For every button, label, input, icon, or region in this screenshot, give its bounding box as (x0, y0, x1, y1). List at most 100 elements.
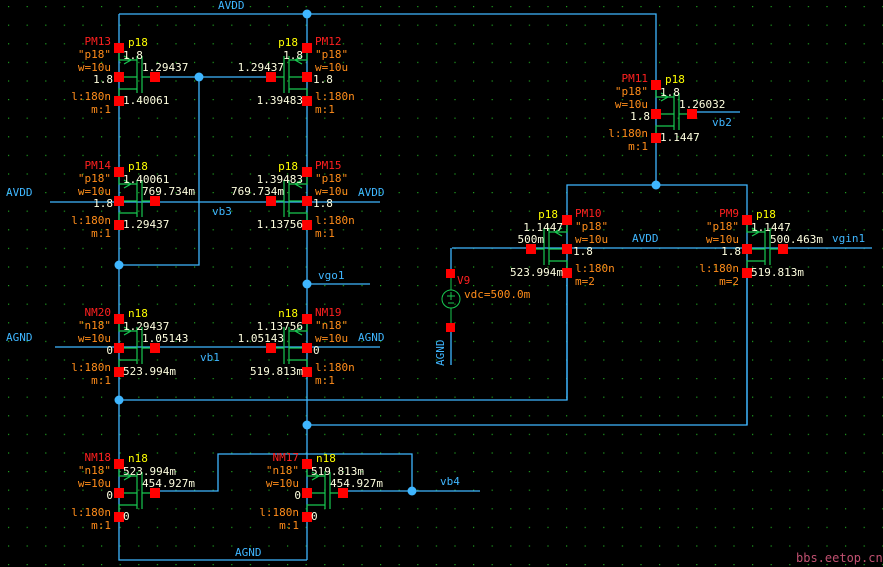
pin[interactable] (302, 167, 312, 177)
pin[interactable] (114, 314, 124, 324)
transistor-pm10[interactable]: PM10p18"p18"1.1447w=10u1.8500ml:180n523.… (510, 207, 615, 288)
pin[interactable] (114, 343, 124, 353)
device-v-gate: 769.734m (231, 185, 284, 198)
device-m: m:1 (315, 227, 335, 240)
wire[interactable] (119, 77, 200, 266)
pin[interactable] (114, 459, 124, 469)
device-name: PM15 (315, 159, 342, 172)
pin[interactable] (302, 314, 312, 324)
transistor-pm15[interactable]: PM15p18"p18"1.39483w=10u1.8769.734ml:180… (231, 159, 355, 240)
pin[interactable] (651, 109, 661, 119)
pin[interactable] (114, 196, 124, 206)
pin[interactable] (266, 343, 276, 353)
pin[interactable] (302, 459, 312, 469)
pin[interactable] (114, 96, 124, 106)
pin[interactable] (526, 244, 536, 254)
pin[interactable] (114, 367, 124, 377)
pin[interactable] (302, 343, 312, 353)
pin[interactable] (742, 215, 752, 225)
pin[interactable] (302, 512, 312, 522)
device-name: NM20 (85, 306, 112, 319)
device-model: p18 (538, 208, 558, 221)
pin[interactable] (687, 109, 697, 119)
pin[interactable] (150, 72, 160, 82)
mosfet-symbol-icon (118, 48, 155, 101)
pin[interactable] (651, 133, 661, 143)
pin[interactable] (114, 220, 124, 230)
device-name: NM19 (315, 306, 342, 319)
pin[interactable] (302, 220, 312, 230)
pin[interactable] (446, 269, 455, 278)
pin[interactable] (742, 268, 752, 278)
device-cell: "p18" (575, 220, 608, 233)
device-v-top: 523.994m (123, 465, 176, 478)
pin[interactable] (742, 244, 752, 254)
mosfet-symbol-icon (655, 85, 692, 138)
net-label: vb2 (712, 116, 732, 129)
pin[interactable] (338, 488, 348, 498)
pin[interactable] (651, 80, 661, 90)
pin[interactable] (446, 323, 455, 332)
device-l: l:180n (315, 214, 355, 227)
device-w: w=10u (78, 477, 111, 490)
device-v-bot: 519.813m (250, 365, 303, 378)
device-v-top: 1.1447 (523, 221, 563, 234)
pin[interactable] (302, 367, 312, 377)
transistor-pm12[interactable]: PM12p18"p18"1.8w=10u1.81.29437l:180n1.39… (238, 35, 355, 116)
mosfet-symbol-icon (118, 319, 155, 372)
device-v-body: 1.8 (630, 110, 650, 123)
pin[interactable] (114, 43, 124, 53)
device-v-body: 1.8 (313, 73, 333, 86)
pin[interactable] (562, 268, 572, 278)
pin[interactable] (302, 488, 312, 498)
device-w: w=10u (266, 477, 299, 490)
device-name: PM14 (85, 159, 112, 172)
mosfet-symbol-icon (118, 464, 155, 517)
pin[interactable] (114, 167, 124, 177)
watermark: bbs.eetop.cn (796, 551, 883, 565)
device-w: w=10u (315, 185, 348, 198)
pin[interactable] (266, 196, 276, 206)
transistor-nm19[interactable]: NM19n18"n18"1.13756w=10u01.05143l:180n51… (238, 306, 355, 387)
pin[interactable] (302, 72, 312, 82)
device-m: m:1 (91, 374, 111, 387)
pin[interactable] (266, 72, 276, 82)
pin[interactable] (114, 488, 124, 498)
device-cell: "p18" (78, 172, 111, 185)
device-v-body: 1.8 (93, 197, 113, 210)
junction-dot (114, 395, 124, 405)
pin[interactable] (150, 343, 160, 353)
pin[interactable] (562, 215, 572, 225)
pin[interactable] (562, 244, 572, 254)
pin[interactable] (150, 196, 160, 206)
device-model: n18 (278, 307, 298, 320)
device-w: w=10u (315, 332, 348, 345)
pin[interactable] (114, 512, 124, 522)
net-label: AVDD (6, 186, 33, 199)
device-cell: "p18" (78, 48, 111, 61)
pin[interactable] (302, 43, 312, 53)
pin[interactable] (302, 96, 312, 106)
pin[interactable] (778, 244, 788, 254)
wire[interactable] (155, 453, 413, 492)
pin[interactable] (114, 72, 124, 82)
pin[interactable] (302, 196, 312, 206)
device-v-top: 1.29437 (123, 320, 169, 333)
net-label: vgin1 (832, 232, 865, 245)
pin[interactable] (150, 488, 160, 498)
voltage-source-v9[interactable]: V9 vdc=500.0m (441, 269, 531, 332)
device-v-body: 1.8 (93, 73, 113, 86)
junction-dot (302, 279, 312, 289)
device-w: w=10u (78, 332, 111, 345)
device-l: l:180n (315, 361, 355, 374)
